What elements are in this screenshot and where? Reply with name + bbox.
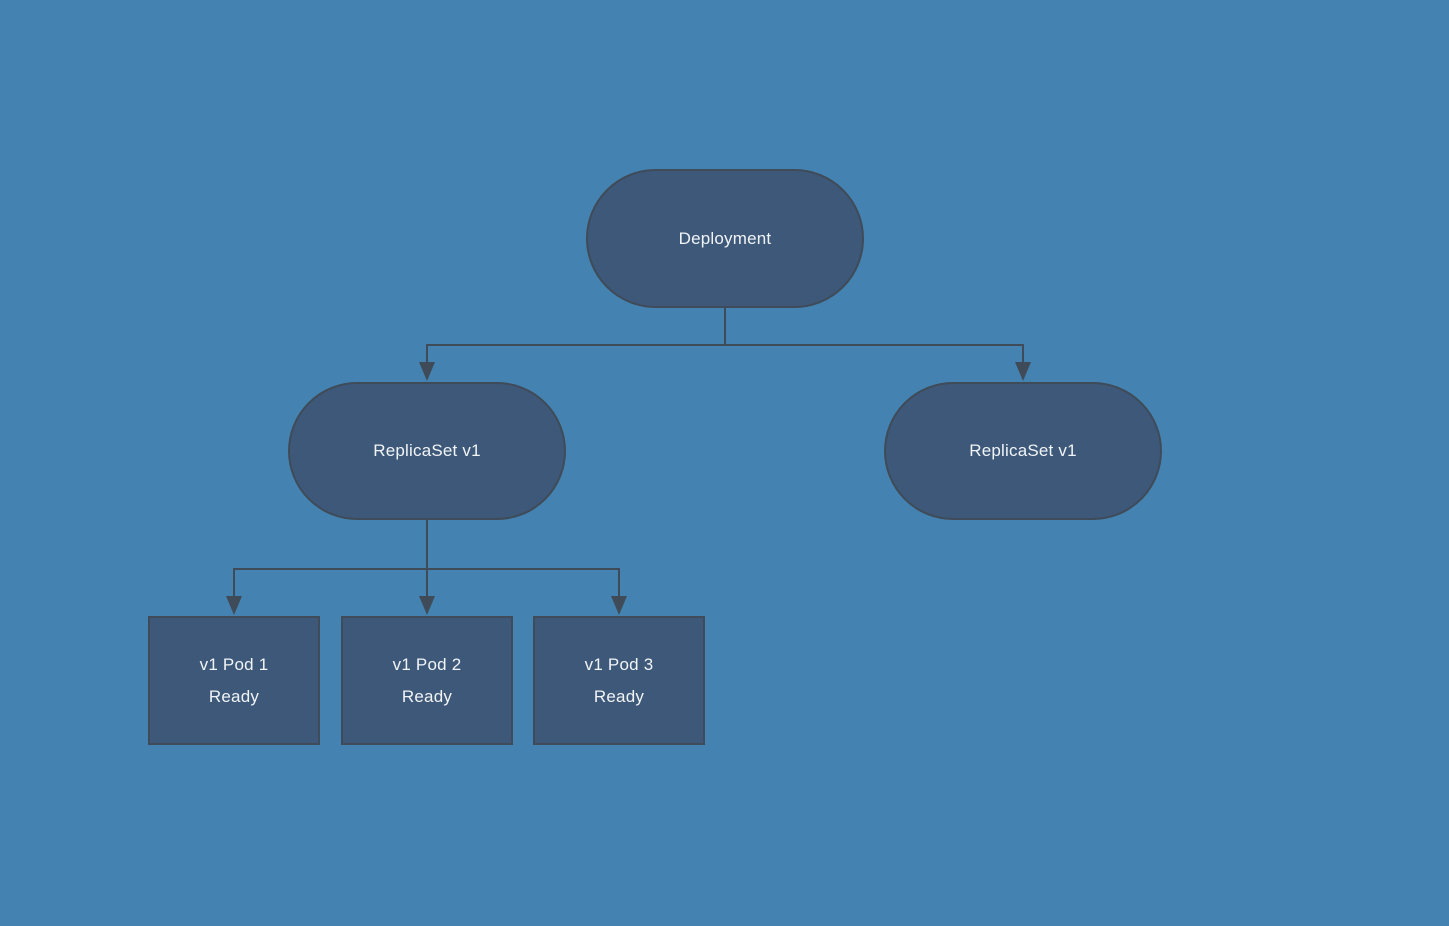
node-replicaset-right-label: ReplicaSet v1	[969, 441, 1077, 460]
arrowhead-icon	[419, 596, 435, 615]
node-replicaset-left: ReplicaSet v1	[288, 382, 566, 520]
node-pod-3-status: Ready	[593, 686, 645, 706]
node-pod-1-label: v1 Pod 1	[199, 654, 269, 674]
node-pod-3: v1 Pod 3 Ready	[533, 616, 705, 745]
node-pod-2-status: Ready	[401, 686, 453, 706]
arrowhead-icon	[419, 362, 435, 381]
node-pod-3-label: v1 Pod 3	[584, 654, 654, 674]
arrowhead-icon	[611, 596, 627, 615]
node-pod-1: v1 Pod 1 Ready	[148, 616, 320, 745]
arrowhead-icon	[226, 596, 242, 615]
edge-deployment-to-replicaset-left	[419, 308, 726, 381]
node-pod-2-label: v1 Pod 2	[392, 654, 462, 674]
edge-deployment-to-replicaset-right	[724, 308, 1031, 381]
arrowhead-icon	[1015, 362, 1031, 381]
edge-replicaset-left-to-pod-1	[226, 520, 428, 615]
node-deployment-label: Deployment	[678, 228, 772, 248]
node-replicaset-right: ReplicaSet v1	[884, 382, 1162, 520]
node-pod-2: v1 Pod 2 Ready	[341, 616, 513, 745]
node-pod-1-status: Ready	[208, 686, 260, 706]
node-deployment: Deployment	[586, 169, 864, 308]
node-replicaset-left-label: ReplicaSet v1	[373, 441, 481, 460]
edge-replicaset-left-to-pod-3	[426, 520, 627, 615]
